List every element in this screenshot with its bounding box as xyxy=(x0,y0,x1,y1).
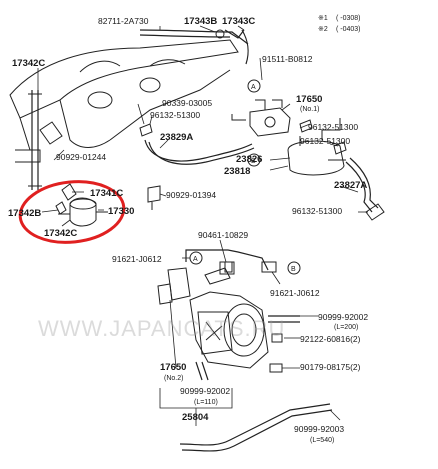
clamp-90461 xyxy=(219,261,235,275)
label-96132-51300-c: 96132-51300 xyxy=(300,136,350,146)
label-17343c: 17343C xyxy=(222,16,255,27)
label-96132-51300-b: 96132-51300 xyxy=(308,122,358,132)
bottom-valve-assembly xyxy=(157,261,269,369)
label-17650-no1: 17650 xyxy=(296,94,322,105)
label-23829a: 23829A xyxy=(160,132,193,143)
callout-a-bottom-label: A xyxy=(193,256,198,263)
label-17650-no2: 17650 xyxy=(160,362,186,373)
label-96132-51300-d: 96132-51300 xyxy=(292,206,342,216)
label-17342c-bottom: 17342C xyxy=(44,228,77,239)
label-17343b: 17343B xyxy=(184,16,217,27)
label-23818: 23818 xyxy=(224,166,250,177)
bolt-92122 xyxy=(271,333,283,343)
label-90999-92003: 90999-92003 xyxy=(294,424,344,434)
label-25804: 25804 xyxy=(182,412,209,423)
label-17650-no1-sub: (No.1) xyxy=(300,106,319,113)
hose-upper-bracket xyxy=(185,249,269,271)
clamp-96132-c xyxy=(333,141,347,155)
clamp-96132-d xyxy=(365,203,385,221)
label-17342c-top: 17342C xyxy=(12,58,45,69)
connector-90929-01394 xyxy=(147,185,161,210)
intake-manifold-drawing xyxy=(9,39,239,163)
hose-23827a-wall xyxy=(349,157,379,209)
callout-a-top xyxy=(247,79,261,93)
hose-90999-l540 xyxy=(179,403,331,446)
clamp-96132-a xyxy=(139,123,153,137)
clamp-91621-b xyxy=(261,261,277,273)
label-17342b: 17342B xyxy=(8,208,41,219)
label-91511-b0812: 91511-B0812 xyxy=(262,54,313,64)
label-90999-92002-b: 90999-92002 xyxy=(180,386,230,396)
label-82711-2a730: 82711-2A730 xyxy=(98,16,149,26)
part-labels: 82711-2A730 17343B 17343C 17342C 91511-B… xyxy=(8,16,368,444)
label-90929-01244: 90929-01244 xyxy=(56,152,106,162)
label-90339-03005: 90339-03005 xyxy=(162,98,212,108)
hose-23829a xyxy=(144,139,253,162)
label-90461-10829: 90461-10829 xyxy=(198,230,248,240)
bolt-90179 xyxy=(269,363,283,373)
label-92122-60816: 92122-60816(2) xyxy=(300,334,361,344)
callout-b-top xyxy=(247,153,261,167)
note1-mark: ※1 xyxy=(318,15,328,22)
top-hose-assembly xyxy=(139,29,249,65)
watermark: WWW.JAPANCATS.RU xyxy=(38,316,285,341)
label-17330: 17330 xyxy=(108,206,134,217)
reservoir-23826-drawing xyxy=(287,118,346,176)
note2-mark: ※2 xyxy=(318,26,328,33)
label-23827a: 23827A xyxy=(334,180,367,191)
label-91621-j0612-b: 91621-J0612 xyxy=(270,288,320,298)
label-91621-j0612-a: 91621-J0612 xyxy=(112,254,162,264)
label-96132-51300-a: 96132-51300 xyxy=(150,110,200,120)
highlighted-valve-assembly xyxy=(55,183,108,227)
red-highlight-circle xyxy=(18,180,126,244)
callout-b-top-label: B xyxy=(251,158,256,165)
label-90929-01394: 90929-01394 xyxy=(166,190,216,200)
label-23826: 23826 xyxy=(236,154,262,165)
hose-90999-l540-wall xyxy=(181,409,333,452)
callout-a-top-label: A xyxy=(251,84,256,91)
label-17650-no2-sub: (No.2) xyxy=(164,375,183,382)
leader-lines xyxy=(37,25,368,421)
hose-23827a xyxy=(345,161,373,213)
note1-text: ( -0308) xyxy=(336,15,361,22)
hose-90999-l110 xyxy=(195,361,209,381)
hose-23829a-wall xyxy=(148,141,255,165)
callout-b-bottom xyxy=(287,261,301,275)
callout-b-bottom-label: B xyxy=(291,266,296,273)
label-90999-92002-b-sub: (L=110) xyxy=(194,399,218,406)
note2-text: ( -0403) xyxy=(336,26,361,33)
label-17341c: 17341C xyxy=(90,188,123,199)
clamp-96132-b xyxy=(299,119,313,133)
vsv-no1-drawing xyxy=(231,99,291,137)
label-90179-08175: 90179-08175(2) xyxy=(300,362,361,372)
label-90999-92002-a-sub: (L=200) xyxy=(334,324,358,331)
left-vacuum-hose xyxy=(28,90,42,190)
label-90999-92002-a: 90999-92002 xyxy=(318,312,368,322)
label-90999-92003-sub: (L=540) xyxy=(310,437,334,444)
